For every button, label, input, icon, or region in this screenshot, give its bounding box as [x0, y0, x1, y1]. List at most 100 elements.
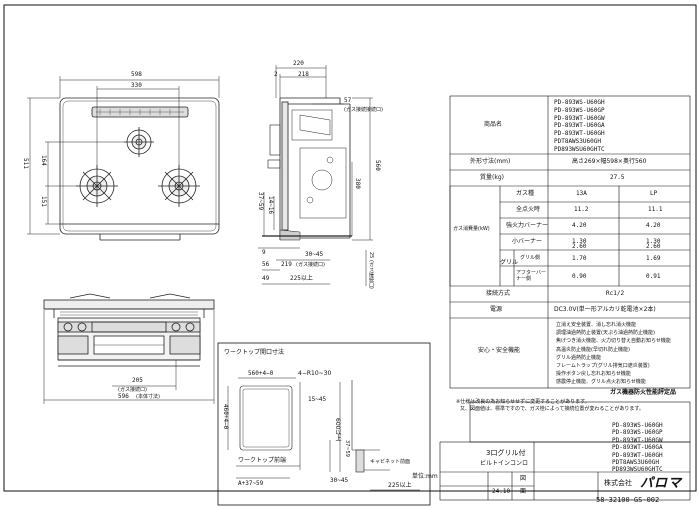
title-name-line2: ビルトインコンロ — [480, 460, 529, 467]
title-unit: 単位:mm — [412, 473, 438, 480]
sheet-border — [3, 4, 697, 492]
spec-model: PDT8AWS3U60GH — [554, 137, 601, 145]
spec-note-1: ※仕様は改良の為お知らせせずに変更することがあります。 — [456, 399, 590, 405]
dim-596: 596 — [118, 393, 129, 400]
dim-225: 225以上 — [290, 275, 313, 282]
title-model: PDT8AWS3U60GH — [612, 459, 659, 467]
title-model: PD-893WT-U60GW — [612, 436, 663, 444]
spec-safety-item: 高温炎防止機能(早切れ防止機能) — [556, 346, 630, 353]
spec-total-13a: 11.2 — [574, 206, 589, 213]
spec-safety-item: 操作ボタン戻し忘れお知らせ機能 — [556, 371, 631, 378]
spec-gas-type-label: ガス種 — [516, 190, 535, 197]
spec-safety-list: 立消え安全装置、消し忘れ消火機能 調理油過熱防止装置(天ぷら油過熱防止機能) 焦… — [556, 321, 671, 387]
dim-219-note: (ガス接続口) — [296, 262, 325, 268]
spec-outer-value: 高さ269×幅598×奥行560 — [572, 158, 647, 165]
spec-grill-total-13a: 2.60 — [572, 243, 587, 250]
dim-205: 205 — [132, 377, 143, 384]
title-model: PD-893WT-U60GH — [612, 451, 663, 459]
dim-560: 560 — [374, 160, 381, 171]
dim-25: 25 (ガス接続口) — [368, 252, 374, 289]
title-model: PD-893WS-U60GH — [612, 422, 663, 429]
dim-57: 57 — [344, 97, 352, 104]
cutout-15-45: 15~45 — [308, 396, 327, 403]
spec-consumption-label: ガス消費量(kW) — [453, 226, 490, 232]
spec-grill-total-lp: 2.60 — [646, 243, 661, 250]
dim-218: 218 — [298, 71, 309, 78]
spec-model: PD-893WT-U60GH — [554, 130, 605, 138]
title-drawing-label: 図 — [520, 475, 527, 482]
cutout-37-59: 37~59 — [344, 440, 350, 457]
dim-164: 164 — [40, 155, 47, 166]
spec-model-list: PD-893WS-U60GH PD-893WS-U60GP PD-893WT-U… — [554, 99, 605, 154]
title-block — [439, 401, 691, 501]
spec-strong-label: 強火力バーナー — [506, 222, 549, 229]
cutout-30-45: 30~45 — [330, 477, 349, 484]
spec-total-label: 全点火時 — [516, 206, 541, 213]
spec-safety-item: 感震停止機能、グリル点火お知らせ機能 — [556, 379, 646, 386]
dim-9: 9 — [262, 249, 266, 256]
spec-model: PD-893WT-U60GA — [554, 122, 605, 130]
cutout-box — [217, 342, 431, 506]
top-dims — [27, 76, 220, 235]
spec-table — [449, 95, 691, 389]
spec-model: PD-893WT-U60GW — [554, 114, 605, 122]
dim-56: 56 — [262, 261, 270, 268]
spec-safety-item: グリル過熱防止機能 — [556, 354, 602, 361]
spec-grill-burner-label: グリル側 — [520, 255, 541, 261]
cutout-radius: 4−R10~30 — [298, 370, 332, 377]
dim-2: 2 — [274, 71, 278, 78]
spec-safety-item: 調理油過熱防止装置(天ぷら油過熱防止機能) — [556, 330, 655, 337]
title-name-line1: 3口グリル付 — [486, 449, 526, 457]
title-model: PD-893WS-U60GP — [612, 429, 663, 437]
spec-model: PD-893WS-U60GP — [554, 106, 605, 114]
spec-model: PD893WSU60GHTC — [554, 145, 605, 153]
spec-safety-item: 焦げつき消火機能、火力切り替え自動お知らせ機能 — [556, 338, 671, 345]
cutout-h460: 460+4−0 — [222, 404, 229, 430]
spec-connect-value: Rc1/2 — [606, 290, 625, 297]
side-view — [262, 97, 352, 241]
spec-mass-value: 27.5 — [610, 174, 625, 181]
cutout-front-label: ワークトップ前端 — [238, 457, 287, 464]
spec-small-lp: 1.30 — [646, 238, 661, 245]
title-model: PD-893WT-U60GA — [612, 444, 663, 452]
spec-total-lp: 11.1 — [648, 206, 663, 213]
front-view — [43, 293, 215, 367]
front-right-burner — [158, 165, 200, 207]
dim-57-note: (ガス接続接続口) — [344, 107, 383, 113]
dim-205-note: (ガス接続口) — [118, 387, 147, 393]
spec-small-label: 小バーナー — [512, 238, 543, 245]
spec-safety-label: 安心・安全機能 — [478, 347, 521, 354]
spec-gas-lp: LP — [650, 190, 658, 197]
title-company: 株式会社 — [604, 479, 632, 487]
dim-37-59: 37~59 — [257, 192, 264, 211]
dim-330: 330 — [131, 82, 142, 89]
cutout-title: ワークトップ開口寸法 — [224, 349, 285, 356]
spec-grill-burner-13a: 1.70 — [572, 255, 587, 262]
cutout-a: A+37~59 — [238, 480, 264, 487]
drawing-number: 58-32100-GS-002 — [596, 496, 660, 504]
spec-strong-13a: 4.20 — [572, 222, 587, 229]
spec-power-value: DC3.0V(単一形アルカリ乾電池×2本) — [554, 306, 656, 313]
spec-power-label: 電源 — [490, 306, 503, 313]
dim-151: 151 — [40, 196, 47, 207]
dim-380: 380 — [354, 178, 361, 189]
front-left-burner — [76, 165, 118, 207]
spec-grill-label: グリル — [500, 259, 519, 266]
dim-30-45: 30~45 — [305, 251, 324, 258]
spec-after-label: アフターバーナー側 — [516, 270, 546, 282]
spec-model: PD-893WS-U60GH — [554, 99, 605, 106]
title-face-label: 面 — [520, 488, 527, 495]
cutout-w560: 560+4−0 — [248, 370, 274, 377]
spec-after-lp: 0.91 — [646, 273, 661, 280]
spec-strong-lp: 4.20 — [646, 222, 661, 229]
spec-note-2: 又、図面値は、標準ですので、ガス栓によって接続位置が変わることがあります。 — [460, 406, 644, 412]
cutout-drawing — [227, 377, 420, 491]
dim-596-note: (本体寸法) — [136, 394, 160, 400]
cutout-600: 600以上 — [334, 418, 341, 442]
dim-220: 220 — [293, 60, 304, 67]
dim-49: 49 — [262, 275, 270, 282]
spec-outer-label: 外形寸法(mm) — [470, 158, 511, 165]
dim-14-16: 14~16 — [267, 196, 274, 215]
dim-598: 598 — [131, 71, 142, 78]
